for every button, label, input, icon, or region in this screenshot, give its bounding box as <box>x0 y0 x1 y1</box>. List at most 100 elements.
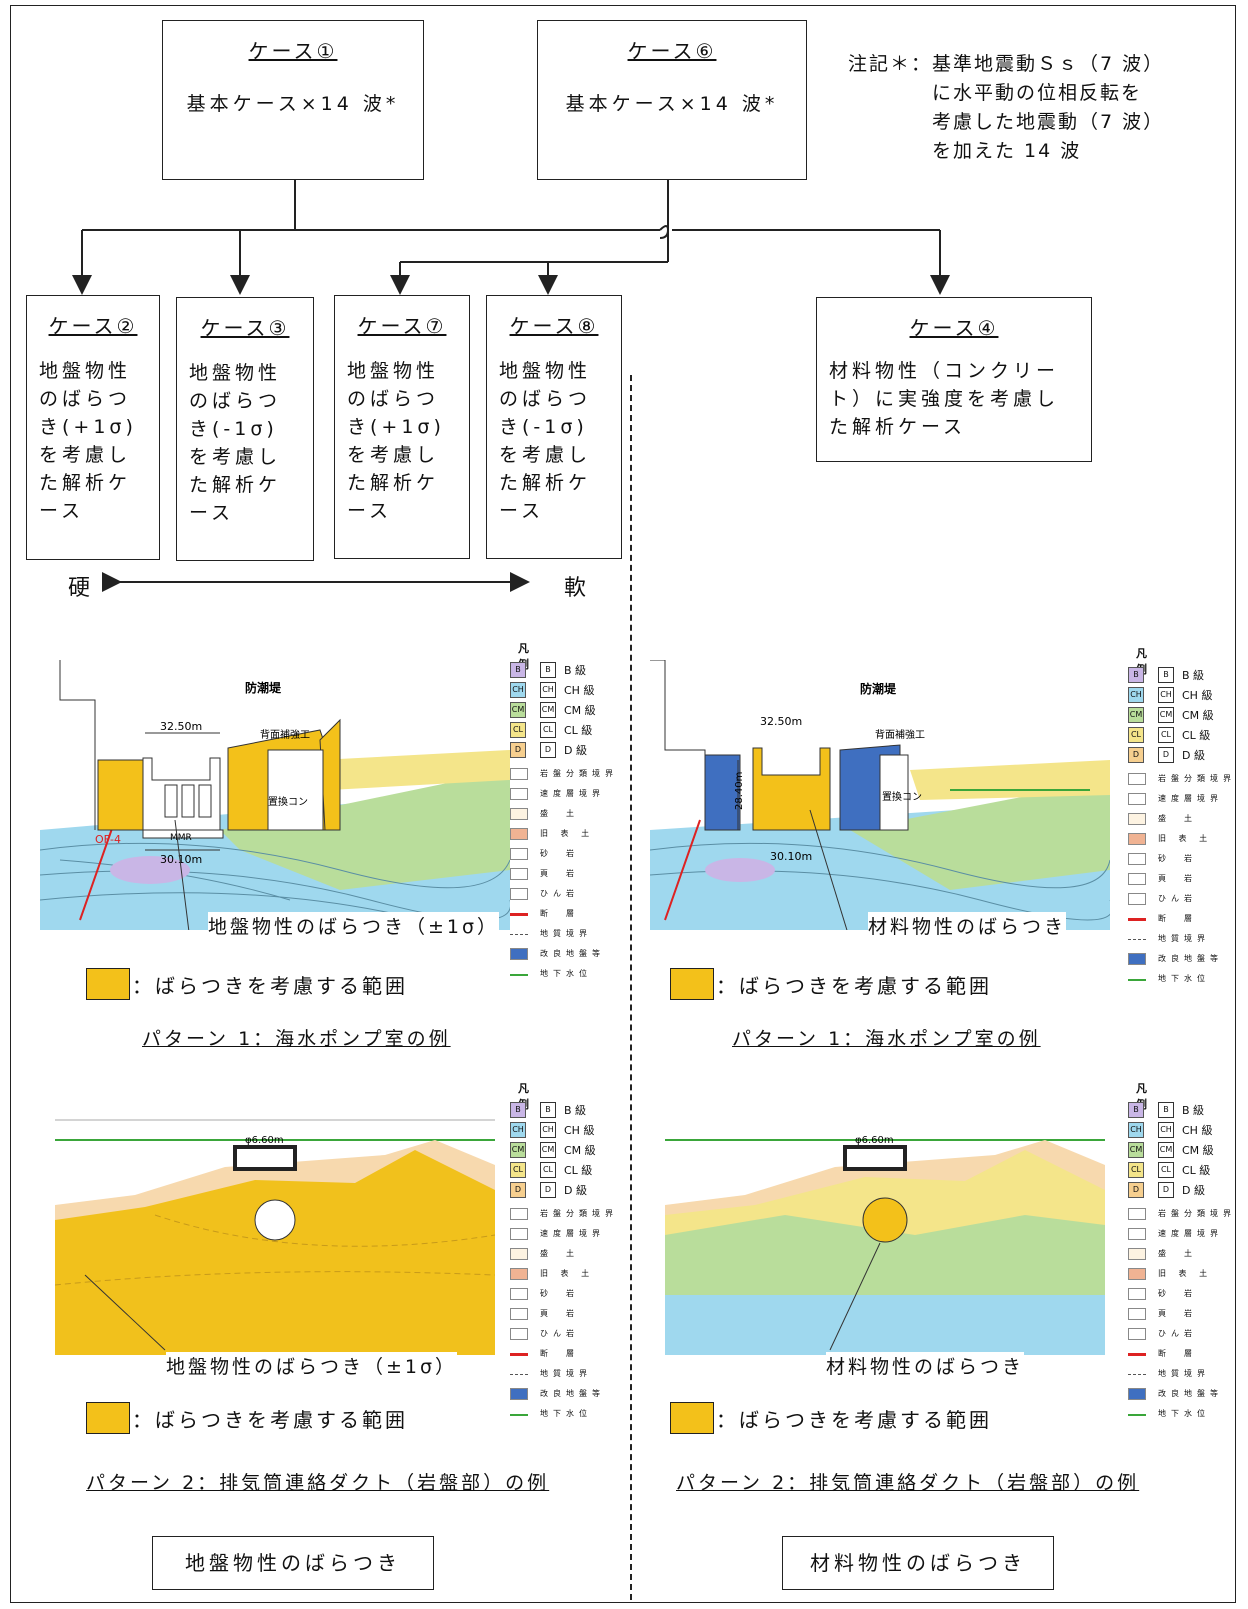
seawall-label: 防潮堤 <box>245 680 282 695</box>
legend-line-label: 頁 岩 <box>540 1309 579 1318</box>
case-6-title: ケース⑥ <box>627 39 717 63</box>
legend-class-label: CH 級 <box>1182 1124 1213 1137</box>
legend-line-icon <box>1128 1388 1146 1400</box>
legend-swatch: CH <box>510 1122 526 1138</box>
legend-code-box: CM <box>1158 707 1174 723</box>
legend-line-icon <box>1128 953 1146 965</box>
fault-label: OF-4 <box>95 833 121 846</box>
legend-line-row: 盛 土 <box>1128 813 1238 827</box>
legend-swatch: CL <box>1128 1162 1144 1178</box>
legend-line-icon <box>510 1388 528 1400</box>
legend-code-box: CH <box>540 682 556 698</box>
legend-line-icon <box>510 868 528 880</box>
key-swatch-3 <box>86 1402 130 1434</box>
legend-line-icon <box>510 1228 528 1240</box>
legend-line-icon <box>510 934 528 946</box>
footnote: 注記＊：基準地震動Ｓｓ（7 波） に水平動の位相反転を 考慮した地震動（7 波）… <box>848 53 1165 162</box>
legend-line-icon <box>1128 1328 1146 1340</box>
divider-dashed <box>630 375 632 1600</box>
legend-line-label: 断 層 <box>540 1349 579 1358</box>
legend-line-row: 頁 岩 <box>1128 1308 1238 1322</box>
legend-line-icon <box>1128 1308 1146 1320</box>
legend-line-label: 断 層 <box>1158 1349 1197 1358</box>
case-7-body: 地盤物性 のばらつ き(+1σ) を考慮し た解析ケ ース <box>347 360 445 522</box>
legend-line-label: 速度層境界 <box>1158 794 1223 803</box>
legend-line-label: 砂 岩 <box>540 849 579 858</box>
soft-label: 軟 <box>564 576 587 601</box>
mmr-label: MMR <box>170 833 192 843</box>
legend-class-label: CM 級 <box>1182 709 1214 722</box>
key-label-2: ：ばらつきを考慮する範囲 <box>716 974 992 998</box>
seawall-label-2: 防潮堤 <box>860 681 897 696</box>
legend-class-label: D 級 <box>564 1184 587 1197</box>
flow-connectors <box>72 180 950 592</box>
case-8-title: ケース⑧ <box>509 314 599 338</box>
case-6-box: ケース⑥ 基本ケース×14 波* <box>537 20 807 180</box>
legend-line-label: ひん岩 <box>1158 1329 1197 1338</box>
legend-line-row: 速度層境界 <box>510 1228 620 1242</box>
legend-line-label: 地下水位 <box>1158 1409 1210 1418</box>
legend-code-box: CL <box>540 1162 556 1178</box>
ground-var-label-2: 地盤物性のばらつき（±1σ） <box>166 1352 458 1379</box>
legend-code-box: CL <box>1158 1162 1174 1178</box>
legend-line-row: 改良地盤等 <box>1128 1388 1238 1402</box>
legend-code-box: D <box>540 1182 556 1198</box>
case-1-box: ケース① 基本ケース×14 波* <box>162 20 424 180</box>
legend-line-row: 岩盤分類境界 <box>510 1208 620 1222</box>
legend-line-row: 頁 岩 <box>1128 873 1238 887</box>
legend-line-label: 速度層境界 <box>540 1229 605 1238</box>
material-var-label-1: 材料物性のばらつき <box>868 912 1067 939</box>
pattern2-material-section: φ6.60m <box>665 1135 1105 1355</box>
legend-code-box: CL <box>1158 727 1174 743</box>
dim-base-2: 30.10m <box>770 850 812 863</box>
legend-class-label: CL 級 <box>564 1164 593 1177</box>
legend-class-label: D 級 <box>564 744 587 757</box>
legend-line-label: ひん岩 <box>1158 894 1197 903</box>
legend-line-icon <box>510 1268 528 1280</box>
case-3-body: 地盤物性 のばらつ き(-1σ) を考慮し た解析ケ ース <box>189 362 282 524</box>
legend-line-row: 砂 岩 <box>510 1288 620 1302</box>
legend-line-row: ひん岩 <box>510 888 620 902</box>
legend-line-label: 盛 土 <box>540 809 579 818</box>
legend-line-icon <box>1128 918 1146 921</box>
legend-line-icon <box>1128 773 1146 785</box>
legend-line-row: 岩盤分類境界 <box>1128 1208 1238 1222</box>
legend-line-row: 地質境界 <box>1128 933 1238 947</box>
legend-line-icon <box>510 828 528 840</box>
legend-line-row: 岩盤分類境界 <box>1128 773 1238 787</box>
legend-code-box: D <box>1158 747 1174 763</box>
case-2-box: ケース② 地盤物性 のばらつ き(+1σ) を考慮し た解析ケ ース <box>26 295 160 560</box>
legend-class-label: D 級 <box>1182 749 1205 762</box>
legend-line-row: 地質境界 <box>510 928 620 942</box>
legend-line-label: 砂 岩 <box>540 1289 579 1298</box>
legend-line-icon <box>510 1208 528 1220</box>
legend-line-icon <box>510 888 528 900</box>
legend-line-icon <box>510 1374 528 1386</box>
legend-line-icon <box>1128 1208 1146 1220</box>
legend-class-label: CL 級 <box>564 724 593 737</box>
legend-line-label: 地質境界 <box>540 929 592 938</box>
legend-line-label: ひん岩 <box>540 1329 579 1338</box>
back-reinf-label: 背面補強工 <box>260 728 310 741</box>
case-4-body: 材料物性（コンクリー ト）に実強度を考慮し た解析ケース <box>829 360 1060 438</box>
dim-height: 28.40m <box>734 772 745 810</box>
legend-line-icon <box>1128 1374 1146 1386</box>
legend-line-row: 改良地盤等 <box>510 1388 620 1402</box>
legend-line-row: 地質境界 <box>510 1368 620 1382</box>
legend-line-icon <box>510 768 528 780</box>
legend-class-label: B 級 <box>564 664 587 677</box>
material-var-label-2: 材料物性のばらつき <box>826 1352 1025 1379</box>
pattern2-ground-section: φ6.60m <box>55 1119 495 1355</box>
legend-line-icon <box>1128 1248 1146 1260</box>
legend-swatch: CL <box>1128 727 1144 743</box>
legend-code-box: CM <box>1158 1142 1174 1158</box>
legend-line-row: 盛 土 <box>510 808 620 822</box>
legend-line-row: 砂 岩 <box>510 848 620 862</box>
legend-code-box: B <box>540 662 556 678</box>
legend-code-box: CH <box>1158 1122 1174 1138</box>
legend-line-row: 断 層 <box>1128 1348 1238 1362</box>
